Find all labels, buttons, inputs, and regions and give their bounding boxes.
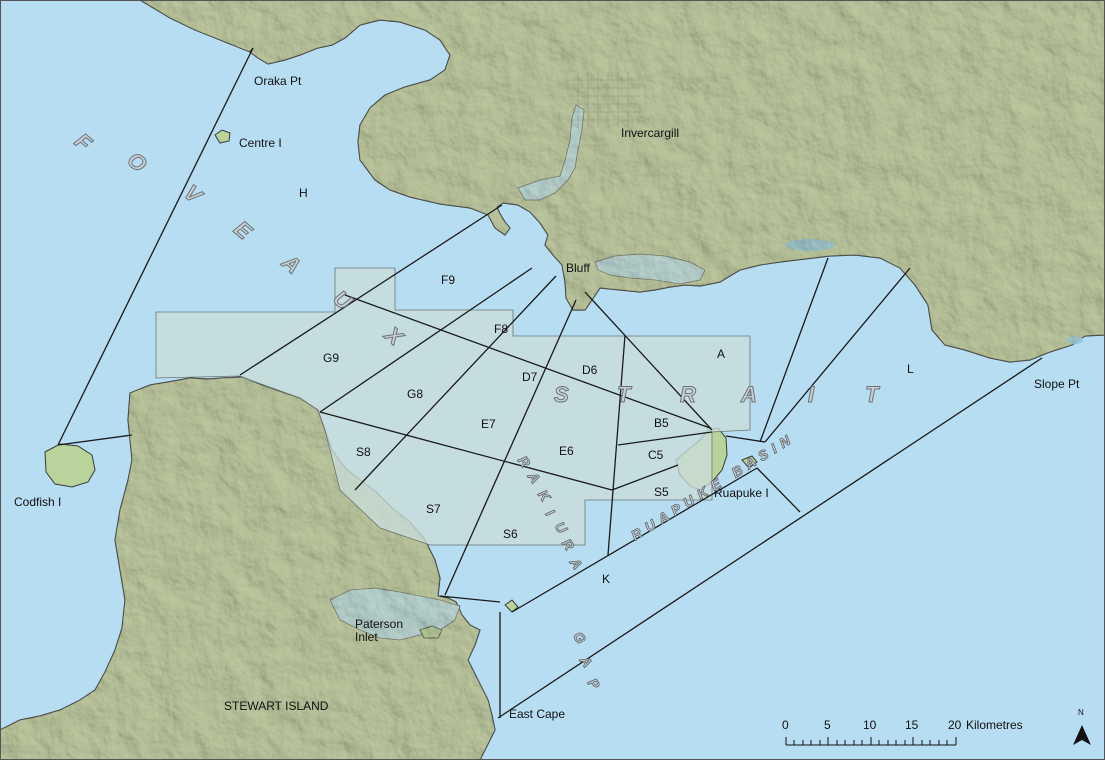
label-oraka-pt: Oraka Pt — [254, 74, 302, 88]
feature-letter: I — [807, 382, 817, 408]
statistical-area — [155, 267, 751, 546]
area-code: G8 — [407, 387, 424, 401]
scale-tick-label: 20 — [948, 718, 962, 732]
invercargill-streets — [570, 72, 640, 128]
scale-tick-label: 0 — [782, 718, 789, 732]
scale-bar — [785, 737, 957, 746]
area-code: D6 — [582, 363, 598, 377]
feature-letter: R — [680, 382, 698, 408]
area-code: A — [717, 347, 726, 361]
feature-letter: A — [741, 382, 759, 408]
north-arrow-icon — [1073, 725, 1091, 745]
label-paterson-inlet: Paterson Inlet — [355, 617, 404, 644]
feature-letter: S — [554, 382, 571, 408]
scale-tick-label: 10 — [863, 718, 877, 732]
boundary-lines — [57, 47, 1043, 719]
feature-letter: T — [864, 382, 881, 408]
area-code: F9 — [441, 273, 456, 287]
islet — [741, 455, 758, 469]
centre-island — [214, 129, 231, 144]
scale-tick-label: 15 — [905, 718, 919, 732]
label-bluff: Bluff — [566, 261, 590, 275]
area-code: D7 — [522, 370, 538, 384]
area-code: K — [602, 572, 611, 586]
codfish-island — [44, 443, 96, 488]
area-code: S8 — [356, 445, 371, 459]
area-code: E7 — [481, 417, 496, 431]
islet — [504, 599, 519, 613]
north-label: N — [1078, 708, 1084, 717]
label-stewart-island: STEWART ISLAND — [224, 699, 329, 713]
area-code: H — [299, 186, 308, 200]
area-code: G9 — [323, 351, 340, 365]
area-code: E6 — [559, 444, 574, 458]
area-code: B5 — [654, 416, 669, 430]
area-code: F8 — [494, 322, 509, 336]
label-slope-pt: Slope Pt — [1034, 377, 1080, 391]
label-east-cape: East Cape — [509, 707, 566, 721]
scale-tick-label: 5 — [824, 718, 831, 732]
label-codfish-i: Codfish I — [14, 495, 62, 509]
area-code: S6 — [503, 527, 518, 541]
label-centre-i: Centre I — [239, 136, 282, 150]
area-code: C5 — [648, 448, 664, 462]
area-code: S5 — [654, 485, 669, 499]
label-invercargill: Invercargill — [621, 126, 680, 140]
area-code: S7 — [426, 502, 441, 516]
feature-letter: T — [616, 382, 633, 408]
scale-unit: Kilometres — [966, 718, 1023, 732]
area-code: L — [907, 362, 914, 376]
label-ruapuke-i: Ruapuke I — [714, 486, 769, 500]
